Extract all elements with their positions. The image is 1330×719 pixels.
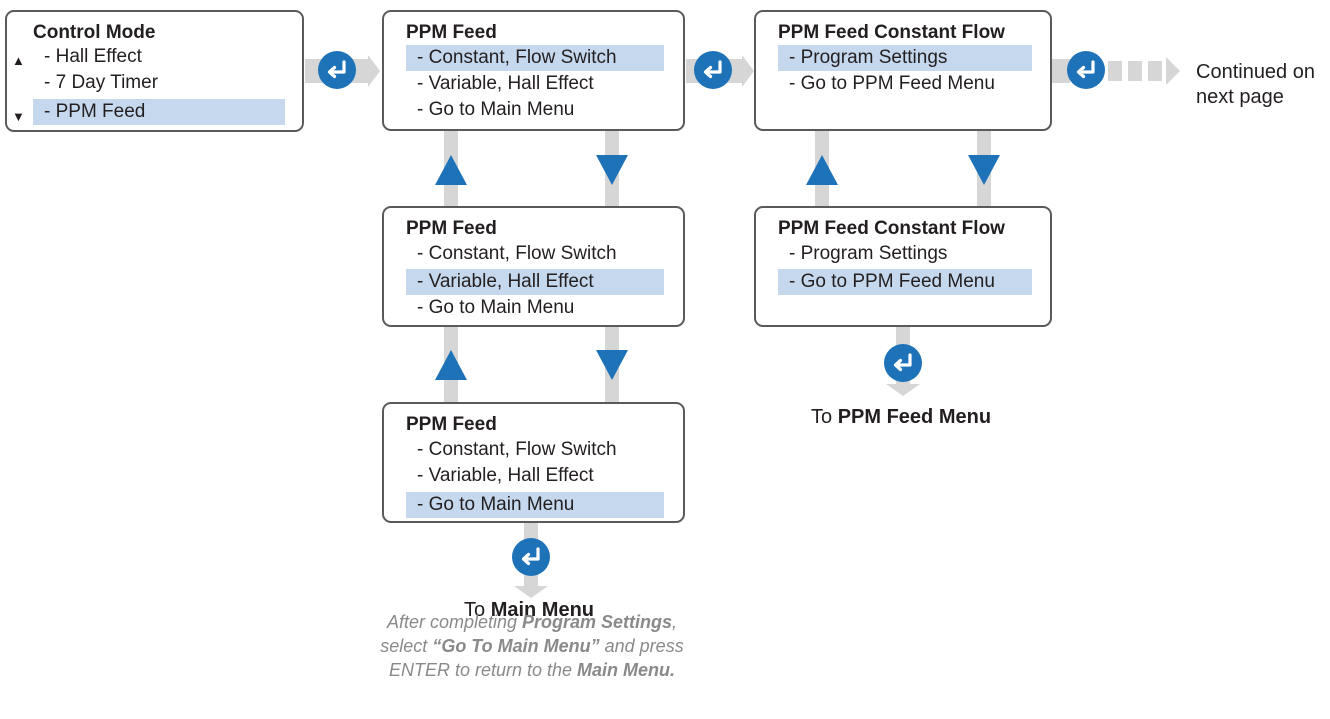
connector-arrowhead [514,586,548,598]
note-text: , [672,612,678,632]
to-ppm-feed-menu-label: To PPM Feed Menu [811,405,991,429]
connector-dash [1108,61,1122,81]
scroll-up-arrow [806,155,838,185]
ppm-feed-menu-main-menu-selected: PPM Feed - Constant, Flow Switch - Varia… [382,402,685,523]
menu-title: PPM Feed Constant Flow [778,218,1005,239]
menu-item-go-to-main-menu: - Go to Main Menu [417,99,575,120]
menu-item-program-settings: - Program Settings [778,45,1032,71]
menu-item-ppm-feed: - PPM Feed [33,99,285,125]
scroll-up-arrow [435,155,467,185]
menu-item-go-to-ppm-feed-menu: - Go to PPM Feed Menu [778,269,1032,295]
scroll-up-arrow [435,350,467,380]
to-prefix: To [464,599,491,621]
ppm-feed-menu-constant-selected: PPM Feed - Constant, Flow Switch - Varia… [382,10,685,131]
scroll-down-indicator-icon: ▼ [12,109,25,124]
note-text: ENTER to return to the [388,660,578,680]
connector-dash [1148,61,1162,81]
menu-title: PPM Feed Constant Flow [778,22,1005,43]
enter-return-icon [884,344,922,382]
menu-item-constant-flow-switch: - Constant, Flow Switch [417,243,617,264]
menu-item-go-to-main-menu: - Go to Main Menu [406,492,664,518]
menu-title: PPM Feed [406,22,497,43]
menu-item-hall-effect: - Hall Effect [44,46,142,67]
continued-line-1: Continued on [1196,61,1315,83]
enter-return-icon [512,538,550,576]
menu-item-variable-hall-effect: - Variable, Hall Effect [417,465,594,486]
note-text: After completing [386,612,522,632]
menu-item-variable-hall-effect: - Variable, Hall Effect [417,73,594,94]
menu-title: Control Mode [33,22,156,43]
scroll-up-indicator-icon: ▲ [12,53,25,68]
note-text: select [380,636,433,656]
ppm-feed-menu-variable-selected: PPM Feed - Constant, Flow Switch - Varia… [382,206,685,327]
control-mode-menu: Control Mode ▲ - Hall Effect - 7 Day Tim… [5,10,304,132]
connector-dash [1128,61,1142,81]
note-text: and press [599,636,684,656]
menu-title: PPM Feed [406,218,497,239]
enter-return-icon [1067,51,1105,89]
menu-item-7-day-timer: - 7 Day Timer [44,72,159,93]
enter-return-icon [318,51,356,89]
to-target: Main Menu [490,599,595,621]
note-emphasis: Program Settings [522,612,673,632]
to-target: PPM Feed Menu [837,406,992,428]
continued-line-2: next page [1196,86,1284,108]
to-main-menu-label: To Main Menu [464,598,594,622]
connector-arrowhead [886,384,920,396]
menu-title: PPM Feed [406,414,497,435]
connector-arrowhead [742,55,754,87]
menu-item-constant-flow-switch: - Constant, Flow Switch [417,439,617,460]
to-prefix: To [811,406,838,428]
connector-arrowhead [1166,57,1180,85]
menu-item-program-settings: - Program Settings [789,243,948,264]
connector-bar [1052,59,1070,83]
scroll-down-arrow [968,155,1000,185]
menu-item-constant-flow-switch: - Constant, Flow Switch [406,45,664,71]
instruction-note: After completing Program Settings, selec… [357,610,707,682]
note-emphasis: “Go To Main Menu” [432,636,600,656]
menu-item-go-to-ppm-feed-menu: - Go to PPM Feed Menu [789,73,995,94]
scroll-down-arrow [596,155,628,185]
menu-item-go-to-main-menu: - Go to Main Menu [417,297,575,318]
constant-flow-menu-program-selected: PPM Feed Constant Flow - Program Setting… [754,10,1052,131]
menu-item-variable-hall-effect: - Variable, Hall Effect [406,269,664,295]
connector-arrowhead [368,55,380,87]
scroll-down-arrow [596,350,628,380]
enter-return-icon [694,51,732,89]
note-emphasis: Main Menu. [577,660,676,680]
continued-label: Continued on next page [1196,60,1315,110]
constant-flow-menu-ppm-feed-selected: PPM Feed Constant Flow - Program Setting… [754,206,1052,327]
